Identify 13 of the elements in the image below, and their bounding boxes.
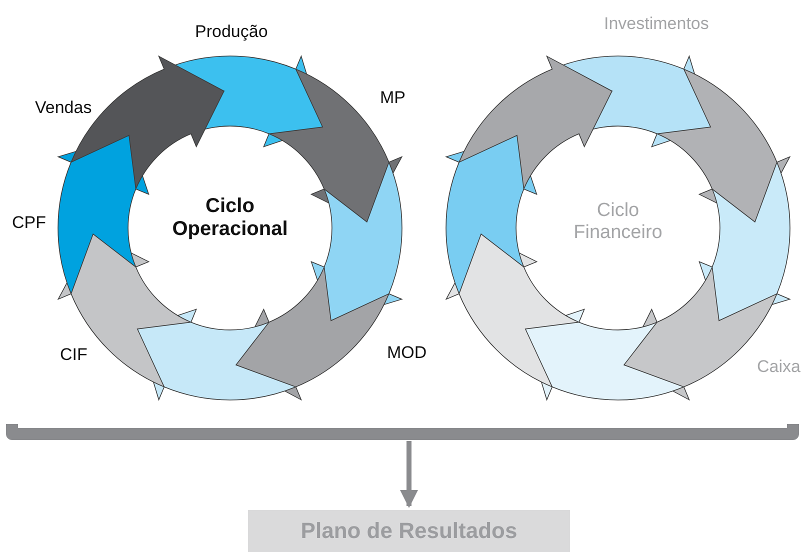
bracket	[6, 424, 799, 440]
result-box: Plano de Resultados	[248, 510, 570, 552]
segment-label: Caixa	[757, 357, 800, 377]
segment-label: MP	[380, 88, 406, 108]
arrow	[400, 441, 418, 508]
segment-label: Vendas	[35, 98, 92, 118]
segment-label: MOD	[387, 343, 427, 363]
segment-label: Produção	[195, 22, 268, 42]
cycle-title: Ciclo Financeiro	[558, 200, 678, 244]
segment-label: CPF	[12, 213, 46, 233]
segment-label: Investimentos	[604, 14, 709, 34]
segment-label: CIF	[60, 345, 88, 365]
cycle-title: Ciclo Operacional	[170, 195, 290, 241]
